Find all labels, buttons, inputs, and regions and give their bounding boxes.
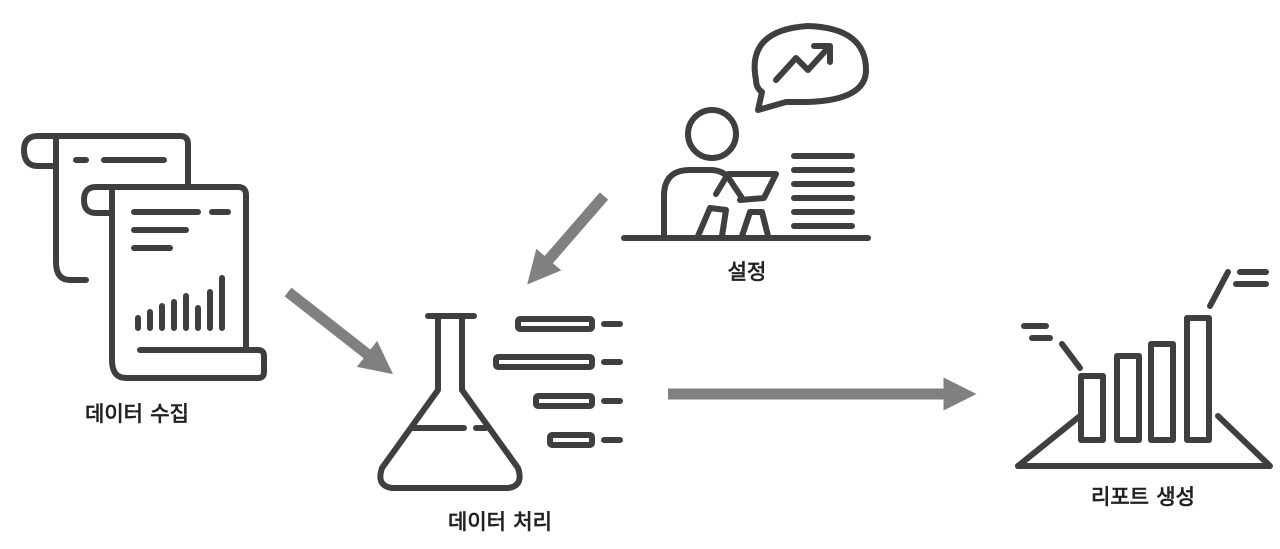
person-at-desk-with-rising-chart-icon <box>621 23 871 241</box>
label-data-processing: 데이터 처리 <box>448 510 552 534</box>
label-report-generation: 리포트 생성 <box>1091 485 1195 509</box>
lab-flask-icon <box>377 313 523 491</box>
arrow-settings-to-process <box>527 192 609 285</box>
label-settings: 설정 <box>727 260 767 284</box>
processing-bars-icon <box>493 316 623 448</box>
arrow-collect-to-process <box>284 287 393 375</box>
bar-chart-report-icon <box>1015 269 1273 469</box>
document-scroll-with-bar-chart-icon <box>21 133 267 381</box>
label-data-collection: 데이터 수집 <box>85 402 189 426</box>
